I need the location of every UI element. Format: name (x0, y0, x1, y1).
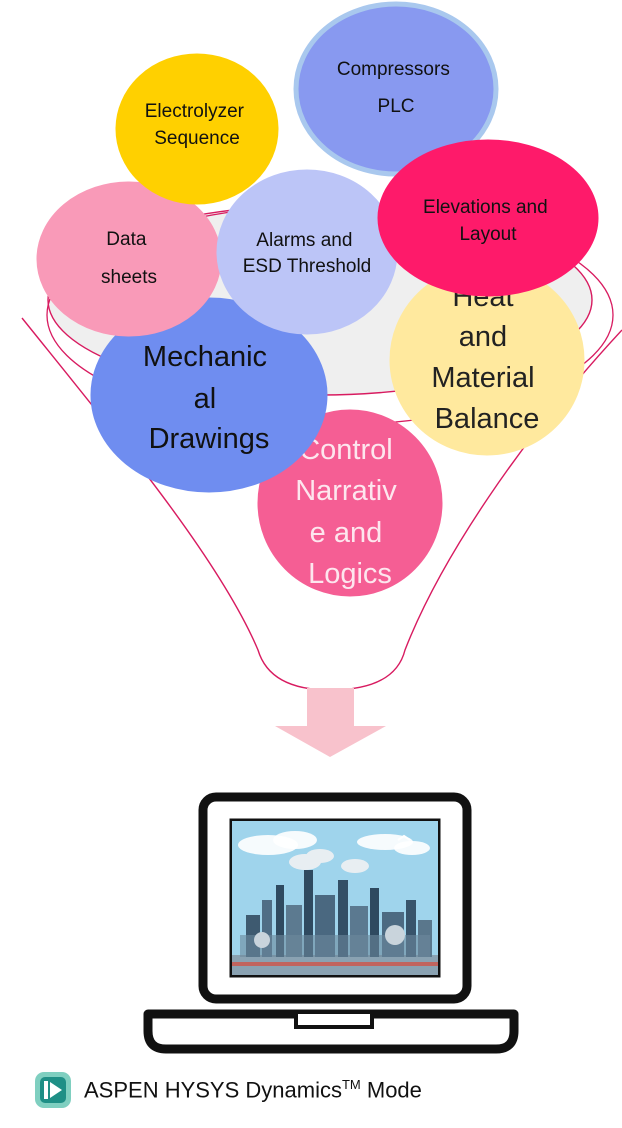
bubble-mechanical-shape (90, 297, 328, 493)
bubble-electrolyzer-shape (115, 53, 279, 205)
bubble-datasheets: Data sheets (36, 181, 222, 337)
bubble-control-label: Control Narrativ e and Logics (295, 434, 405, 590)
bubble-control-shape (257, 409, 443, 597)
bubble-alarms-label: Alarms and ESD Threshold (243, 230, 372, 277)
footer: ASPEN HYSYS DynamicsTM Mode (34, 1068, 622, 1112)
refinery-image (232, 821, 438, 975)
bubble-alarms: Alarms and ESD Threshold (216, 169, 398, 335)
bubble-mechanical-label: Mechanic al Drawings (143, 341, 275, 455)
bubble-electrolyzer-label: Electrolyzer Sequence (145, 101, 250, 149)
down-arrow-icon (275, 688, 386, 757)
bubble-control: Control Narrativ e and Logics (257, 409, 443, 597)
bubble-datasheets-label: Data sheets (101, 229, 157, 288)
laptop-base (143, 1009, 519, 1054)
bubble-mechanical: Mechanic al Drawings (90, 297, 328, 493)
trademark-sup: TM (341, 1076, 361, 1092)
bubble-heat: Heat and Material Balance (389, 264, 585, 456)
aspen-hysys-logo-icon (35, 1072, 71, 1108)
bubble-compressors: Compressors PLC (293, 1, 499, 177)
bubble-elevations: Elevations and Layout (377, 139, 599, 297)
bubble-heat-label: Heat and Material Balance (431, 281, 542, 435)
bubble-datasheets-shape (36, 181, 222, 337)
bubble-alarms-shape (216, 169, 398, 335)
footer-title: ASPEN HYSYS DynamicsTM Mode (84, 1076, 422, 1103)
bubble-elevations-label: Elevations and Layout (423, 197, 553, 245)
bubble-compressors-label: Compressors PLC (337, 59, 455, 117)
bubble-compressors-shape (293, 1, 499, 177)
bubble-elevations-shape (377, 139, 599, 297)
laptop-trackpad-slot (294, 1010, 374, 1029)
bubble-electrolyzer: Electrolyzer Sequence (115, 53, 279, 205)
